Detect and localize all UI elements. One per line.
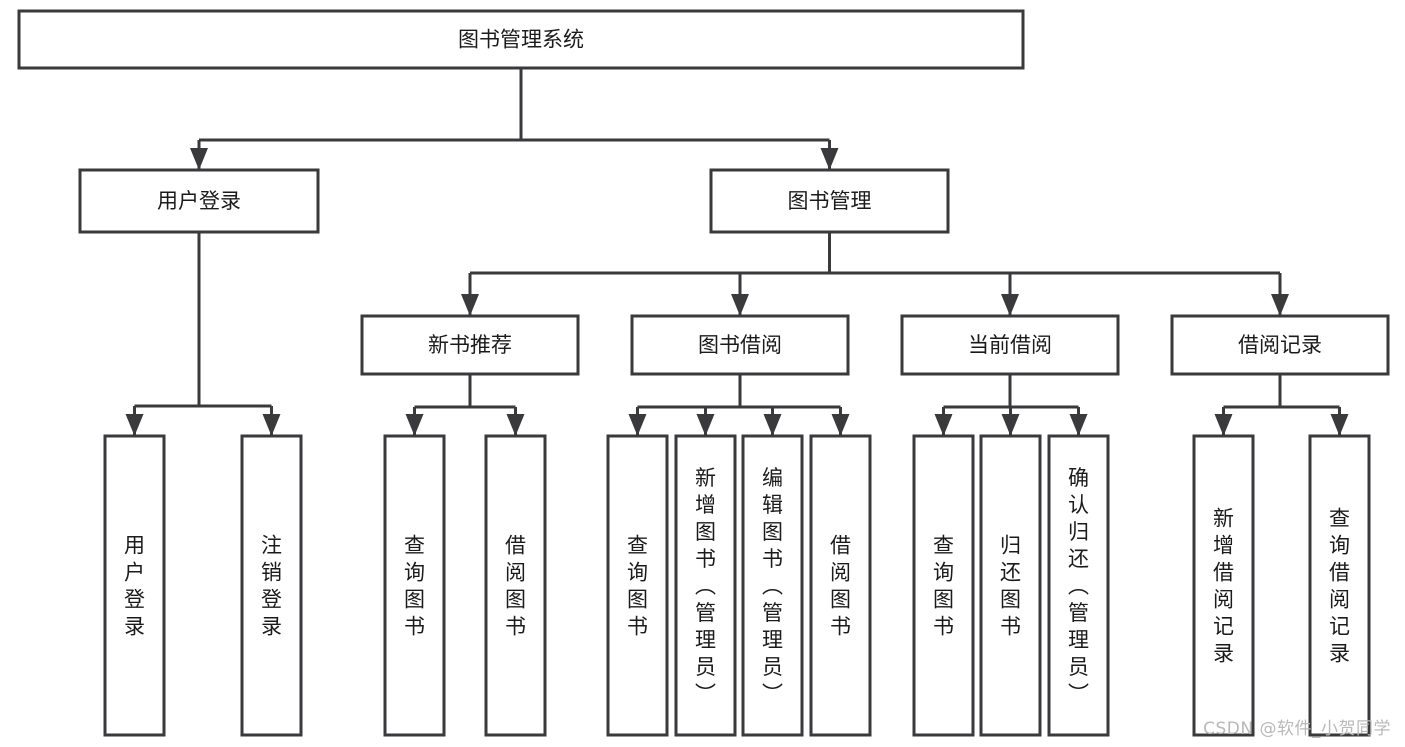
node-box-rect[interactable] [912,434,975,737]
node-box-rect[interactable] [484,434,547,737]
node-leaf-edit-book[interactable]: 编辑图书︵管理员︶ [741,434,804,737]
node-label: 归还图书 [1000,534,1021,639]
node-leaf-query-book-current[interactable]: 查询图书 [912,434,975,737]
node-leaf-confirm-return[interactable]: 确认归还︵管理员︶ [1047,434,1110,737]
node-label: 借阅图书 [830,534,851,639]
node-user-login[interactable]: 用户登录 [78,168,320,234]
node-book-management[interactable]: 图书管理 [709,168,950,234]
watermark-label: CSDN @软件_小贺同学 [1203,719,1391,739]
node-leaf-borrow-book[interactable]: 借阅图书 [809,434,872,737]
node-label: 借阅图书 [505,534,526,639]
node-box-rect[interactable] [360,314,580,376]
node-box-rect[interactable] [1308,434,1371,737]
node-label: 图书管理 [788,189,872,213]
arrow-head-icon [831,414,850,436]
arrow-head-icon [1069,414,1088,436]
node-box-rect[interactable] [1170,314,1390,376]
node-box-rect[interactable] [383,434,446,737]
node-label: 确认归还︵管理员︶ [1068,466,1089,706]
arrow-head-icon [696,414,715,436]
node-box-rect[interactable] [17,9,1025,70]
node-label: 新增图书︵管理员︶ [695,466,716,706]
node-label: 新增借阅记录 [1213,507,1234,666]
arrow-head-icon [1214,414,1233,436]
arrow-head-icon [1330,414,1349,436]
node-leaf-query-book-borrow[interactable]: 查询图书 [606,434,669,737]
node-box-rect[interactable] [1192,434,1255,737]
arrow-head-icon [262,414,281,436]
node-root[interactable]: 图书管理系统 [17,9,1025,70]
arrow-head-icon [190,148,208,170]
connector-lines [125,68,1349,436]
node-box-rect[interactable] [674,434,737,737]
node-label: 用户登录 [124,534,145,639]
node-current-borrow[interactable]: 当前借阅 [900,314,1120,376]
node-leaf-query-book-recommend[interactable]: 查询图书 [383,434,446,737]
arrow-head-icon [628,414,647,436]
node-label: 新书推荐 [428,333,512,357]
node-box-rect[interactable] [709,168,950,234]
node-box-rect[interactable] [979,434,1042,737]
node-box-rect[interactable] [103,434,166,737]
node-label: 查询图书 [404,534,425,639]
node-box-rect[interactable] [630,314,850,376]
node-label: 图书借阅 [698,333,782,357]
node-label: 编辑图书︵管理员︶ [762,466,783,706]
node-leaf-return-book[interactable]: 归还图书 [979,434,1042,737]
node-new-book-recommend[interactable]: 新书推荐 [360,314,580,376]
node-book-borrow[interactable]: 图书借阅 [630,314,850,376]
arrow-head-icon [1001,294,1019,316]
node-leaf-user-login[interactable]: 用户登录 [103,434,166,737]
arrow-head-icon [1001,414,1020,436]
node-label: 用户登录 [157,189,241,213]
arrow-head-icon [820,148,839,170]
arrow-head-icon [405,414,424,436]
arrow-head-icon [934,414,953,436]
arrow-head-icon [125,414,144,436]
node-leaf-query-borrow-record[interactable]: 查询借阅记录 [1308,434,1371,737]
node-label: 当前借阅 [968,333,1052,357]
arrow-head-icon [763,414,782,436]
node-leaf-add-borrow-record[interactable]: 新增借阅记录 [1192,434,1255,737]
arrow-head-icon [1271,294,1289,316]
node-box-rect[interactable] [78,168,320,234]
node-box-rect[interactable] [1047,434,1110,737]
node-label: 图书管理系统 [458,28,584,52]
node-leaf-logout[interactable]: 注销登录 [240,434,303,737]
node-box-rect[interactable] [606,434,669,737]
node-label: 查询图书 [933,534,954,639]
arrow-head-icon [461,294,479,316]
node-box-rect[interactable] [809,434,872,737]
arrow-head-icon [731,294,749,316]
node-box-rect[interactable] [240,434,303,737]
arrow-head-icon [506,414,525,436]
node-leaf-borrow-book-recommend[interactable]: 借阅图书 [484,434,547,737]
node-boxes: 图书管理系统用户登录图书管理新书推荐图书借阅当前借阅借阅记录用户登录注销登录查询… [17,9,1390,737]
node-label: 借阅记录 [1238,333,1322,357]
node-label: 查询图书 [627,534,648,639]
node-box-rect[interactable] [741,434,804,737]
node-box-rect[interactable] [900,314,1120,376]
node-borrow-record[interactable]: 借阅记录 [1170,314,1390,376]
node-leaf-add-book[interactable]: 新增图书︵管理员︶ [674,434,737,737]
node-label: 查询借阅记录 [1329,507,1350,666]
node-label: 注销登录 [261,534,282,639]
